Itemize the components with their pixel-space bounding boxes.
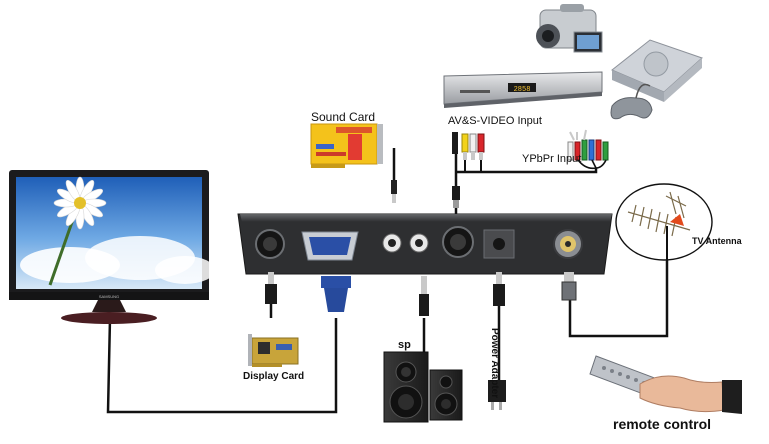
power-adapter [488, 380, 506, 410]
speaker-label: sp [398, 339, 411, 351]
ypbpr-input-label: YPbPr Input [522, 153, 582, 165]
ypbpr-cable [456, 168, 598, 174]
av-svideo-input-label: AV&S-VIDEO Input [448, 115, 542, 127]
cables [106, 148, 669, 414]
converter-box [237, 213, 613, 275]
tv-antenna-label: TV Antenna [692, 236, 742, 246]
speakers [383, 351, 463, 423]
display-card-label: Display Card [243, 371, 305, 382]
lower-plugs [265, 272, 577, 380]
camcorder [536, 4, 603, 53]
monitor-brand: SAMSUNG [99, 294, 119, 299]
tv-antenna [615, 183, 713, 261]
lcd-monitor: SAMSUNG [9, 170, 215, 324]
av-plugs [452, 132, 485, 208]
dvd-player: 2858 [443, 71, 603, 108]
remote-control-label: remote control [613, 416, 712, 432]
game-console [610, 39, 703, 120]
ypbpr-plugs [567, 129, 609, 170]
power-adapter-label: Power Adapter [489, 328, 500, 399]
remote-control-image [589, 355, 742, 414]
display-card [248, 334, 299, 367]
antenna-cable [568, 232, 669, 338]
sound-card-label: Sound Card [311, 110, 376, 124]
monitor-to-vga-cable [106, 317, 338, 414]
sound-card [310, 123, 397, 203]
svg-text:2858: 2858 [514, 86, 531, 94]
